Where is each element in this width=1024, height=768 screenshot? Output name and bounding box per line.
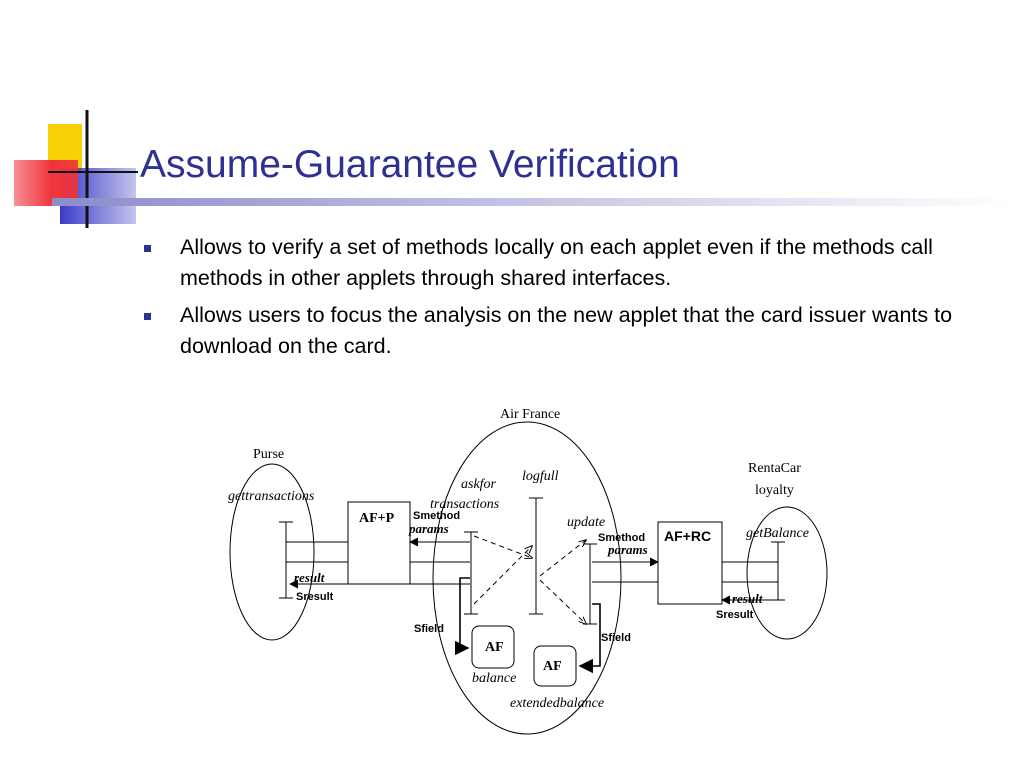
air-france-label: Air France — [500, 407, 560, 422]
af-extendedbalance-box-label: AF — [543, 659, 562, 674]
sfield-left-label: Sfield — [414, 623, 444, 635]
params-right-label: params — [607, 542, 648, 557]
af-balance-box — [471, 625, 515, 669]
bullet-marker — [144, 313, 151, 320]
purse-method-bar — [279, 521, 293, 599]
af-balance-box-label: AF — [485, 640, 504, 655]
getbalance-method-bar — [771, 541, 785, 601]
transactions-label: transactions — [430, 497, 500, 512]
sfield-right-connector — [578, 603, 601, 674]
params-left-label: params — [408, 521, 449, 536]
result-right-label: result — [732, 591, 763, 606]
extendedbalance-label: extendedbalance — [510, 696, 604, 711]
smethod-left-label: Smethod — [413, 510, 460, 522]
rentacar-ellipse — [746, 506, 828, 640]
bullet-list: Allows to verify a set of methods locall… — [142, 232, 962, 368]
sfield-left-connector — [455, 577, 470, 656]
purse-label: Purse — [253, 447, 284, 462]
af-p-label: AF+P — [359, 511, 395, 526]
air-france-ellipse — [432, 421, 622, 735]
gettransactions-label: gettransactions — [228, 489, 315, 504]
af-rc-label: AF+RC — [664, 528, 711, 544]
bullet-text: Allows to verify a set of methods locall… — [180, 235, 933, 290]
getbalance-label: getBalance — [746, 526, 809, 541]
internal-call-arrows — [473, 535, 586, 624]
sresult-left-label: Sresult — [296, 591, 334, 603]
balance-label: balance — [472, 671, 516, 686]
askfor-method-bar — [464, 531, 478, 615]
bullet-item: Allows to verify a set of methods locall… — [142, 232, 962, 294]
smethod-right-label: Smethod — [598, 532, 645, 544]
update-label: update — [567, 515, 605, 530]
page-title: Assume-Guarantee Verification — [140, 143, 680, 186]
purse-ellipse — [229, 463, 315, 641]
askfor-label: askfor — [461, 477, 497, 492]
sresult-right-label: Sresult — [716, 609, 754, 621]
af-extendedbalance-box — [533, 645, 577, 687]
sfield-right-label: Sfield — [601, 632, 631, 644]
logfull-label: logfull — [522, 469, 559, 484]
bullet-item: Allows users to focus the analysis on th… — [142, 300, 962, 362]
update-method-bar — [583, 543, 597, 625]
title-underline — [52, 198, 1012, 206]
loyalty-label: loyalty — [755, 483, 794, 498]
bullet-marker — [144, 245, 151, 252]
bullet-text: Allows users to focus the analysis on th… — [180, 303, 953, 358]
rentacar-label: RentaCar — [748, 461, 801, 476]
corner-logo — [14, 110, 138, 228]
logfull-method-bar — [529, 497, 543, 615]
result-left-label: result — [294, 570, 325, 585]
